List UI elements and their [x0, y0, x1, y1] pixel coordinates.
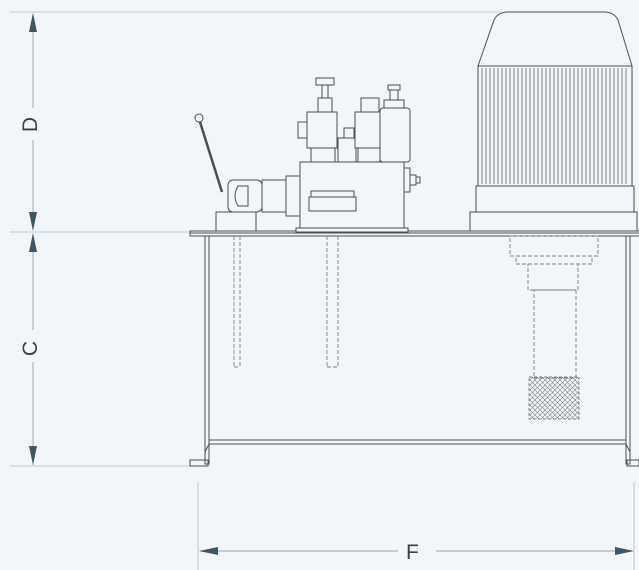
manifold-slot-upper: [310, 190, 355, 198]
electric-motor: [469, 11, 638, 232]
hand-pump: [194, 113, 301, 232]
dimension-d: [29, 13, 37, 231]
dimension-d-label: D: [18, 113, 44, 136]
tank-bottom-rail: [208, 439, 627, 445]
dimension-c-label: C: [18, 337, 44, 360]
dimension-f-label: F: [403, 540, 422, 565]
extension-lines: [10, 11, 635, 570]
dimension-d-arrow-top: [29, 13, 37, 32]
lever-knob: [194, 113, 204, 123]
solenoid-valve-left: [297, 77, 357, 163]
dimension-f: [199, 547, 634, 555]
dimension-f-arrow-right: [615, 547, 634, 555]
manifold-slot: [308, 196, 357, 212]
dimension-f-arrow-left: [199, 547, 218, 555]
motor-cooling-fins: [481, 68, 627, 184]
motor-base: [469, 211, 638, 232]
dimension-c-arrow-bottom: [29, 446, 37, 465]
motor-fan-cover: [477, 11, 633, 67]
tank-wall-left: [204, 235, 210, 465]
dimension-c: [29, 233, 37, 465]
lever-arm: [198, 121, 224, 193]
dimension-d-arrow-bottom: [29, 212, 37, 231]
tank-foot-left: [189, 459, 209, 467]
suction-filter: [528, 376, 580, 420]
solenoid-valve-right: [354, 84, 411, 163]
oil-tank: [189, 230, 639, 467]
manifold-base: [295, 227, 409, 233]
motor-body: [477, 65, 633, 187]
pump-fitting: [261, 179, 287, 213]
hidden-pipes: [233, 235, 599, 379]
tank-wall-right: [625, 235, 631, 465]
valve-manifold: [295, 161, 421, 233]
pump-connector: [285, 175, 301, 217]
dimension-c-arrow-top: [29, 233, 37, 252]
motor-flange: [475, 185, 635, 213]
pump-base: [215, 211, 257, 232]
tank-foot-right: [626, 459, 639, 467]
pump-body: [227, 179, 263, 213]
